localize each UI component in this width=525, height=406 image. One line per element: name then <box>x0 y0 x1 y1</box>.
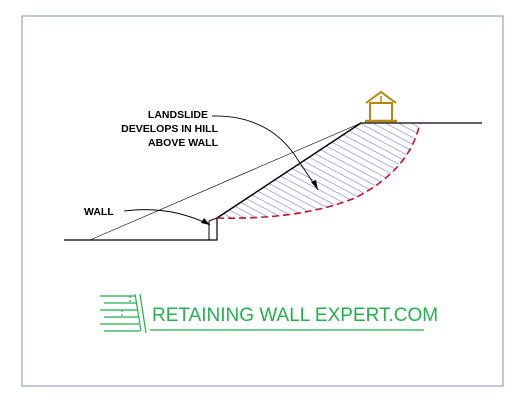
retaining-wall-logo-icon <box>100 293 147 334</box>
slip-surface <box>216 122 421 219</box>
retaining-wall-top <box>208 217 218 222</box>
landslide-mass <box>217 123 420 219</box>
logo-text: RETAINING WALL EXPERT.COM <box>152 305 438 326</box>
wall-leader-line <box>123 209 211 226</box>
house-icon <box>365 90 397 123</box>
landslide-label-line-1: LANDSLIDE <box>148 109 208 121</box>
landslide-leader-line <box>211 115 319 191</box>
wall-leader-arrow <box>201 218 210 225</box>
wall-label: WALL <box>84 206 114 218</box>
original-slope-line <box>89 122 362 241</box>
landslide-leader-arrow <box>311 180 318 190</box>
drawing-border <box>21 15 504 387</box>
slope-face <box>216 122 362 219</box>
landslide-label-line-2: DEVELOPS IN HILL <box>121 123 218 135</box>
landslide-label-line-3: ABOVE WALL <box>148 137 219 149</box>
